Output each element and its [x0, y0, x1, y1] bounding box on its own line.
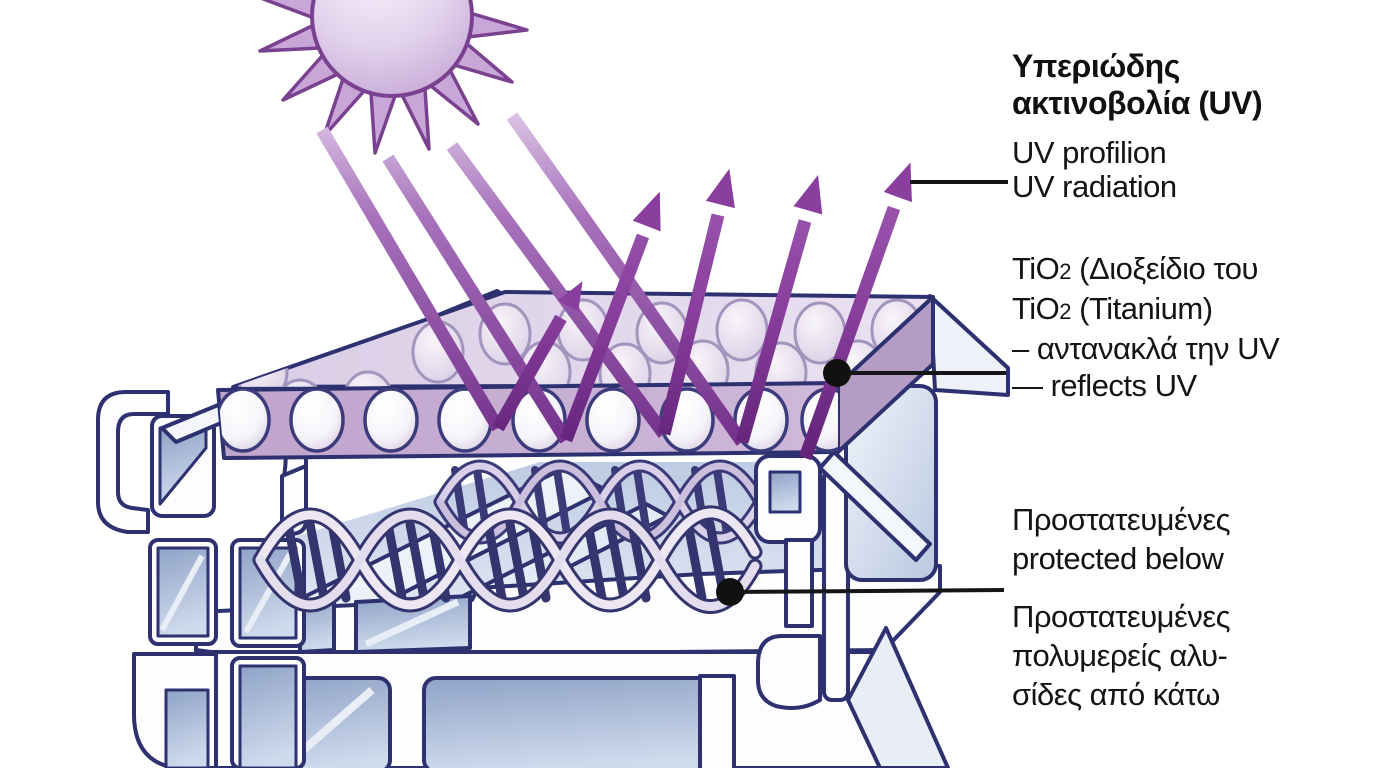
label-tio2-block: TiO2 (Διοξείδιο του TiO2 (Titanium) – αν…: [1012, 250, 1280, 404]
gasket-foot: [756, 634, 822, 710]
label-protected-line1: Προστατευμένες: [1012, 502, 1231, 537]
sun-icon: [258, 0, 529, 155]
label-uv-profilion: UV profilion: [1012, 135, 1167, 170]
label-polymer-line2: πολυμερείς αλυ-: [1012, 638, 1228, 673]
label-polymer-line3: σίδες από κάτω: [1012, 677, 1220, 712]
label-tio2-line3: – αντανακλά την UV: [1012, 331, 1280, 366]
uv-reflected-arrows: [492, 162, 912, 461]
callouts: [716, 180, 1008, 606]
label-uv-radiation: UV radiation: [1012, 169, 1177, 204]
label-uv-sub: UV profilion UV radiation: [1012, 136, 1177, 204]
label-uv-heading: Υπεριώδης ακτινοβολία (UV): [1012, 48, 1263, 122]
tio2-subscript: 2: [1059, 299, 1072, 324]
uv-incoming-rays: [316, 112, 748, 446]
label-tio2-line1: TiO2 (Διοξείδιο του: [1012, 251, 1258, 286]
gasket-bar: [784, 538, 814, 628]
polymer-helix-front: [252, 505, 763, 614]
label-protected-line2: protected below: [1012, 541, 1224, 576]
chamber-col2-lower: [238, 664, 298, 768]
profile-left-hook: [96, 390, 170, 534]
polymer-helix-back: [433, 459, 767, 545]
label-polymer-line1: Προστατευμένες: [1012, 599, 1231, 634]
label-reflects-uv: — reflects UV: [1012, 368, 1197, 403]
callout-dot-reflects-uv: [823, 359, 851, 387]
profile-bottom-slot: [698, 674, 736, 768]
tio2-subscript: 2: [1059, 259, 1072, 284]
callout-dot-protected: [716, 578, 744, 606]
label-polymer-block: Προστατευμένες πολυμερείς αλυ- σίδες από…: [1012, 597, 1231, 714]
label-tio2-line2: TiO2 (Titanium): [1012, 291, 1213, 326]
profile-right-assembly: [754, 294, 1010, 710]
profile-right-chamfer: [818, 450, 932, 562]
profile-foot-diagonal: [846, 626, 950, 768]
label-uv-heading-line1: Υπεριώδης: [1012, 48, 1180, 84]
uv-arrowheads: [558, 162, 912, 312]
chamber-bottom-big: [422, 676, 712, 768]
gasket-clamp-notch: [768, 470, 802, 514]
polymer-chain-helices: [252, 459, 767, 614]
label-protected-block: Προστατευμένες protected below: [1012, 500, 1231, 578]
profile-right-wedge: [928, 294, 1010, 397]
label-uv-heading-line2: ακτινοβολία (UV): [1012, 85, 1263, 121]
callout-line-protected: [729, 588, 1005, 594]
chamber-left-foot: [164, 688, 210, 768]
